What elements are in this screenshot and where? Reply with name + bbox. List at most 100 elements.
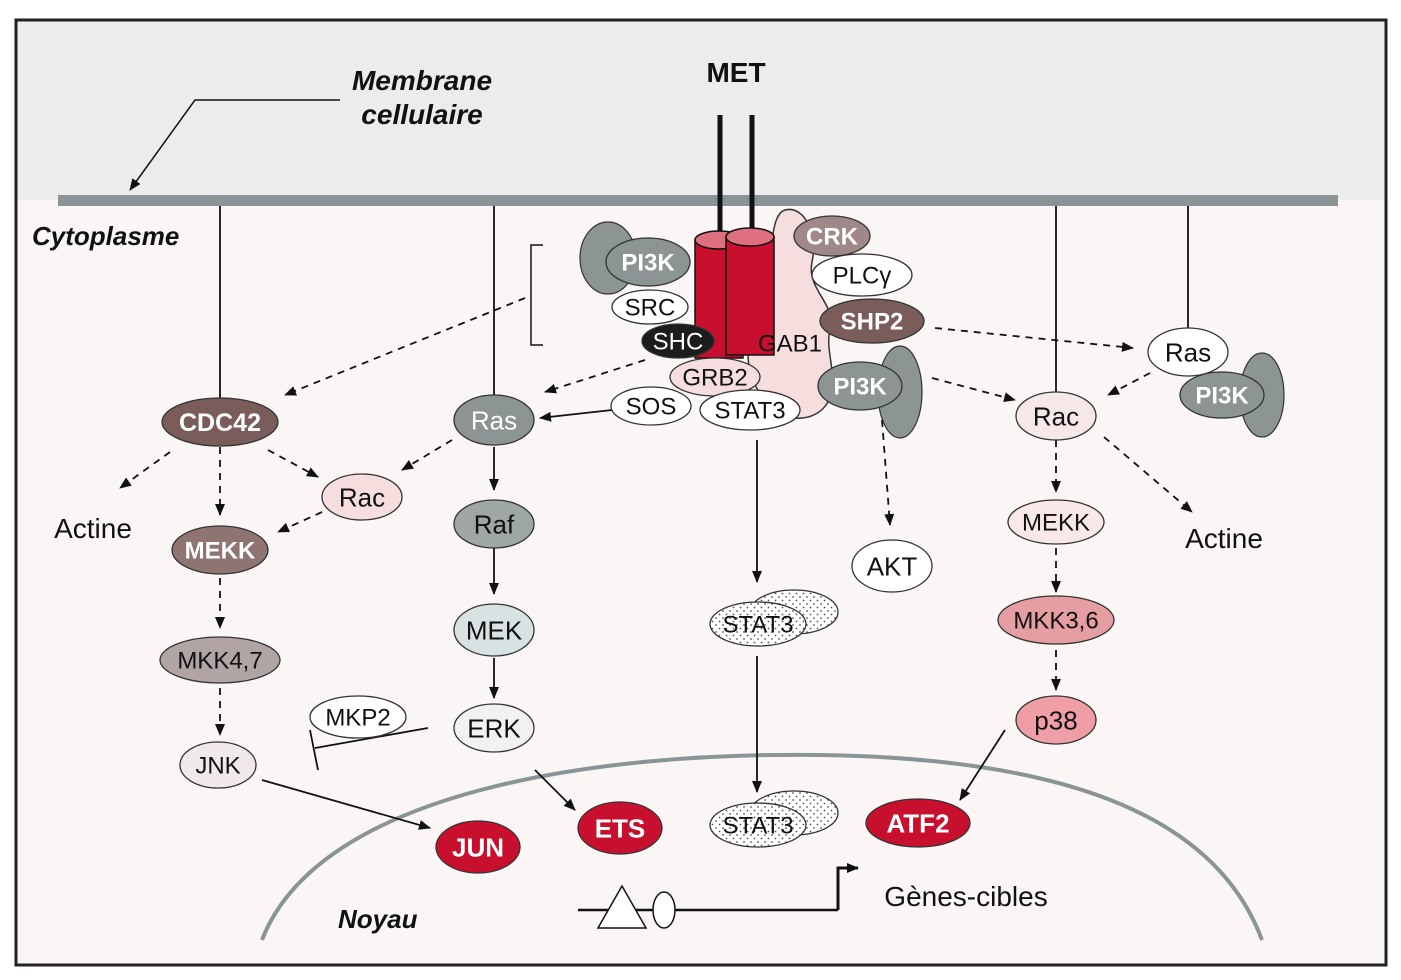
docking-bracket [530,244,543,346]
node-crk-shape [793,215,871,257]
node-src-label: SRC [625,295,676,322]
node-mkk47-label: MKK4,7 [177,648,262,675]
node-pi3k-top: PI3K [605,237,691,287]
solid-arrows [261,409,1006,830]
nuclear-envelope [260,752,1264,941]
node-mekk-right: MEKK [1007,499,1105,545]
node-jun: JUN [435,820,521,874]
node-pi3k-top-label: PI3K [621,250,675,277]
node-shp2-label: SHP2 [841,309,904,336]
node-sos-label: SOS [626,394,677,421]
node-src-shape [611,289,689,325]
node-cdc42-shape [161,397,279,447]
node-crk: CRK [793,215,871,257]
node-rac-left-shape [321,473,403,521]
node-jnk-shape [179,741,257,789]
node-rac-left: Rac [321,473,403,521]
protein-nodes: STAT3STAT3PI3KSRCSHCCRKPLCγSHP2GAB1GRB2S… [159,215,1265,874]
node-plcg-shape [811,253,913,297]
node-stat3-dimer-nuc-label: STAT3 [722,813,793,840]
node-pi3k-gab-shape [817,361,903,411]
node-stat3-dock-shape [699,389,801,431]
node-stat3-dimer-cyto-shape [709,601,807,647]
node-akt: AKT [851,539,933,593]
node-shc: SHC [641,323,715,359]
node-plcg-label: PLCγ [833,263,892,290]
node-p38: p38 [1015,695,1097,745]
node-rac-right-shape [1015,391,1097,441]
node-stat3-dimer-cyto-label: STAT3 [722,612,793,639]
dashed-arrows [119,297,1193,736]
node-mek-label: MEK [466,615,523,645]
node-crk-label: CRK [806,224,859,251]
node-mkp2: MKP2 [309,695,407,739]
node-ras-right-shape [1147,327,1229,377]
node-ras-right: Ras [1147,327,1229,377]
mkp2-inhibition [309,727,429,771]
node-pi3k-top-shape [605,237,691,287]
receptor-label: MET [706,57,765,88]
node-ras-mid-label: Ras [471,405,517,435]
node-mekk-right-label: MEKK [1022,510,1090,537]
node-sos-shape [610,386,692,426]
node-mkp2-label: MKP2 [325,705,390,732]
node-akt-label: AKT [867,551,918,581]
met-receptor-cylinders [694,227,775,359]
node-erk-shape [453,703,535,753]
node-jun-shape [435,820,521,874]
node-gab1-label: GAB1 [758,331,822,358]
node-sos: SOS [610,386,692,426]
node-erk-label: ERK [467,713,521,743]
node-mekk-right-shape [1007,499,1105,545]
node-pi3k-right-label: PI3K [1195,383,1249,410]
node-cdc42-label: CDC42 [179,409,261,437]
node-pi3k-gab-label: PI3K [833,374,887,401]
actin-right-label: Actine [1185,523,1263,554]
node-akt-shape [851,539,933,593]
node-stat3-dock: STAT3 [699,389,801,431]
extracellular-space [16,20,1386,200]
node-mekk-left-shape [171,525,269,575]
node-mekk-left: MEKK [171,525,269,575]
node-jnk: JNK [179,741,257,789]
node-erk: ERK [453,703,535,753]
node-shc-label: SHC [653,329,704,356]
membrane-label-line2: cellulaire [361,99,482,130]
target-genes-label: Gènes-cibles [884,881,1047,912]
node-mekk-left-label: MEKK [185,538,256,565]
node-raf-shape [453,499,535,549]
node-grb2-label: GRB2 [682,365,747,392]
node-rac-left-label: Rac [339,482,385,512]
node-mkk36: MKK3,6 [997,595,1115,645]
node-pi3k-gab: PI3K [817,361,903,411]
node-plcg: PLCγ [811,253,913,297]
node-jnk-label: JNK [195,753,240,780]
node-ras-mid-shape [453,394,535,446]
membrane-pointer [129,99,340,191]
node-mkk47: MKK4,7 [159,636,281,684]
node-atf2-label: ATF2 [886,808,949,838]
node-atf2: ATF2 [865,798,971,848]
actin-left-label: Actine [54,513,132,544]
node-rac-right-label: Rac [1033,401,1079,431]
promoter-element [578,863,859,929]
node-stat3-dimer-cyto: STAT3 [709,589,839,647]
node-raf-label: Raf [474,509,515,539]
node-mkk36-shape [997,595,1115,645]
node-ets: ETS [577,801,663,855]
node-raf: Raf [453,499,535,549]
node-jun-label: JUN [452,832,504,862]
node-stat3-dock-label: STAT3 [714,398,785,425]
node-ras-right-label: Ras [1165,337,1211,367]
membrane-anchors [219,206,1189,405]
node-mkk47-shape [159,636,281,684]
node-mek: MEK [453,603,535,657]
node-shc-shape [641,323,715,359]
node-pi3k-right-shape [1179,371,1265,419]
node-mkk36-label: MKK3,6 [1013,608,1098,635]
node-stat3-dimer-nuc-shape [709,802,807,848]
node-src: SRC [611,289,689,325]
node-gab1: GAB1 [758,331,822,358]
met-receptor-stems [717,115,755,240]
